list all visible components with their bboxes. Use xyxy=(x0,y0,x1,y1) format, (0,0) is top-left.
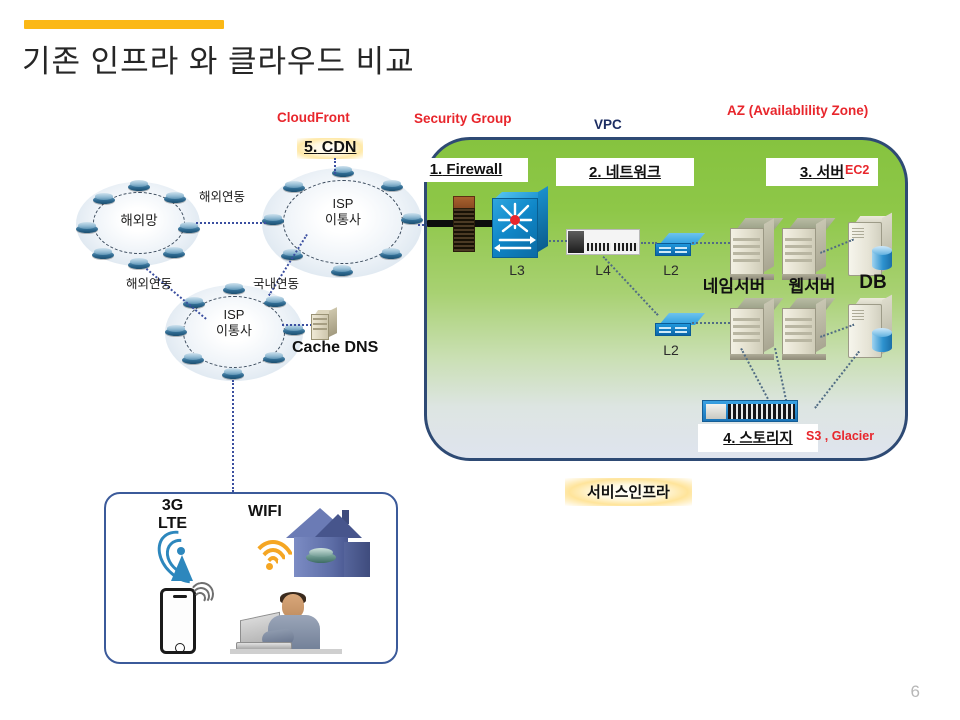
web-server-icon xyxy=(782,218,836,282)
cloud-label-isp-lower: ISP 이통사 xyxy=(198,307,270,340)
db-label: DB xyxy=(859,272,887,293)
storage-array-icon xyxy=(702,400,798,422)
caption-cdn: 5. CDN xyxy=(297,138,364,159)
caption-cdn-text: CDN xyxy=(317,139,357,156)
caption-network: 2. 네트워크 xyxy=(556,158,694,186)
router-icon xyxy=(332,166,354,177)
phone-signal-icon xyxy=(188,580,216,608)
router-icon xyxy=(262,214,284,225)
router-icon xyxy=(92,248,114,259)
caption-storage-text: 스토리지 xyxy=(735,431,793,447)
router-icon xyxy=(380,248,402,259)
router-icon xyxy=(183,297,205,308)
db-server-top-icon xyxy=(848,212,894,278)
caption-service-infra: 서비스인프라 xyxy=(565,478,692,506)
caption-server-number: 3. xyxy=(799,164,813,181)
router-icon xyxy=(182,353,204,364)
router-icon xyxy=(128,258,150,269)
edge-label-overseas-lower: 해외연동 xyxy=(126,277,173,291)
mobile-network-label: 3G LTE xyxy=(158,497,187,532)
label-availability-zone: AZ (Availablility Zone) xyxy=(727,103,869,118)
l4-label: L4 xyxy=(595,262,611,278)
cloud-label-overseas: 해외망 xyxy=(103,213,175,230)
router-icon xyxy=(163,247,185,258)
link-l4-to-l2-top xyxy=(641,242,657,244)
page-title: 기존 인프라 와 클라우드 비교 xyxy=(22,44,415,79)
page-number: 6 xyxy=(910,682,920,701)
label-ec2: EC2 xyxy=(845,163,870,177)
name-server-label: 네임서버 xyxy=(702,277,766,296)
web-server-label: 웹서버 xyxy=(788,277,836,296)
l2-bottom-label: L2 xyxy=(663,342,679,358)
link-l3-to-l4 xyxy=(549,240,567,242)
link-l2-bottom-to-servers xyxy=(692,322,730,324)
cloud-label-isp-upper-line1: ISP xyxy=(332,196,354,211)
router-icon xyxy=(283,181,305,192)
l4-switch-icon xyxy=(566,229,640,255)
label-security-group: Security Group xyxy=(414,111,512,126)
caption-firewall-text: Firewall xyxy=(442,161,503,178)
router-icon xyxy=(93,193,115,204)
router-icon xyxy=(264,296,286,307)
router-icon xyxy=(178,222,200,233)
router-icon xyxy=(128,180,150,191)
wifi-label: WIFI xyxy=(248,503,282,520)
cloud-label-isp-lower-line1: ISP xyxy=(223,307,245,322)
caption-firewall: 1. Firewall xyxy=(404,158,528,182)
caption-server: 3. 서버 xyxy=(766,158,878,186)
firewall-icon xyxy=(427,196,503,254)
caption-firewall-number: 1. xyxy=(429,161,443,178)
smartphone-icon xyxy=(160,588,196,654)
caption-storage: 4. 스토리지 xyxy=(698,424,818,452)
db-server-bottom-icon xyxy=(848,294,894,360)
l3-router-icon xyxy=(492,185,548,258)
label-vpc: VPC xyxy=(594,117,622,132)
router-icon xyxy=(165,325,187,336)
caption-storage-number: 4. xyxy=(723,431,736,447)
l2-top-label: L2 xyxy=(663,262,679,278)
router-icon xyxy=(76,222,98,233)
home-router-house-icon xyxy=(286,508,374,580)
router-icon xyxy=(223,283,245,294)
router-icon xyxy=(401,213,423,224)
router-icon xyxy=(283,324,305,335)
link-l2-top-to-servers xyxy=(692,242,730,244)
caption-cdn-number: 5. xyxy=(304,139,318,156)
router-icon xyxy=(281,249,303,260)
cache-dns-label: Cache DNS xyxy=(292,339,379,356)
edge-label-overseas-upper: 해외연동 xyxy=(199,190,246,204)
label-cloudfront: CloudFront xyxy=(277,110,350,125)
person-at-laptop-icon xyxy=(230,592,342,654)
link-isp-lower-to-clients xyxy=(232,380,234,492)
name-server-secondary-icon xyxy=(730,298,784,362)
link-isp-lower-to-cache-dns xyxy=(282,324,312,326)
cloud-label-overseas-text: 해외망 xyxy=(120,213,158,228)
cache-dns-icon xyxy=(311,307,337,340)
router-icon xyxy=(263,352,285,363)
l2-switch-bottom-icon xyxy=(655,313,706,337)
title-accent-bar xyxy=(24,20,224,29)
link-cdn-to-isp-upper xyxy=(334,158,336,174)
router-icon xyxy=(164,192,186,203)
link-overseas-to-isp-upper xyxy=(196,222,266,224)
cloud-label-isp-lower-line2: 이통사 xyxy=(216,323,252,339)
mobile-network-label-line2: LTE xyxy=(158,514,188,532)
caption-server-text: 서버 xyxy=(812,164,845,181)
wifi-signal-icon xyxy=(250,536,296,570)
router-icon xyxy=(222,368,244,379)
router-icon xyxy=(381,180,403,191)
l2-switch-top-icon xyxy=(655,233,706,257)
caption-network-number: 2. xyxy=(589,164,602,181)
label-s3-glacier: S3 , Glacier xyxy=(806,429,875,443)
web-server-secondary-icon xyxy=(782,298,836,362)
caption-network-text: 네트워크 xyxy=(601,164,661,181)
router-icon xyxy=(331,265,353,276)
name-server-icon xyxy=(730,218,784,282)
cell-tower-antenna-icon xyxy=(147,520,221,594)
mobile-network-label-line1: 3G xyxy=(161,497,184,514)
cloud-label-isp-upper-line2: 이통사 xyxy=(325,212,361,228)
cloud-label-isp-upper: ISP 이통사 xyxy=(303,196,383,229)
l3-label: L3 xyxy=(509,262,525,278)
edge-label-domestic: 국내연동 xyxy=(253,277,300,291)
